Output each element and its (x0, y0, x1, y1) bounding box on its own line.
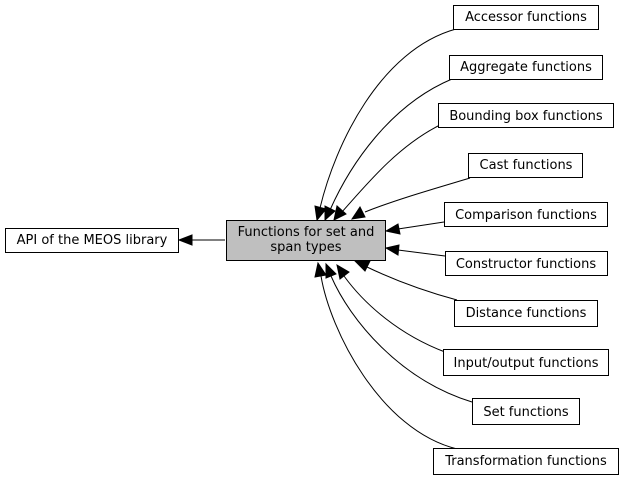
node-input-output-label: Input/output functions (454, 356, 599, 371)
node-accessor-functions[interactable]: Accessor functions (453, 5, 599, 30)
node-current-label-line-2: span types (270, 240, 341, 255)
node-accessor-label: Accessor functions (465, 10, 587, 25)
node-bounding-box-functions[interactable]: Bounding box functions (438, 103, 614, 128)
arrowhead-comparison (384, 223, 401, 235)
edge-cast (364, 177, 471, 213)
edge-input-output (343, 275, 446, 353)
node-transformation-label: Transformation functions (444, 454, 607, 469)
node-api-label: API of the MEOS library (17, 233, 168, 248)
arrowhead-input-output (336, 263, 350, 280)
node-constructor-box (445, 251, 608, 276)
node-comparison-box (444, 202, 608, 227)
node-cast-box (468, 153, 583, 178)
node-transformation-box (433, 448, 619, 475)
node-api-box (5, 228, 179, 253)
node-current-label-line-1: Functions for set and (238, 225, 375, 240)
node-api-meos-library[interactable]: API of the MEOS library (5, 228, 179, 253)
edge-constructor (397, 249, 446, 257)
arrowhead-bounding-box (333, 205, 347, 221)
arrowhead-cast (350, 206, 366, 220)
edge-aggregate (329, 78, 453, 211)
arrowhead-accessor (314, 205, 327, 222)
node-distance-label: Distance functions (466, 306, 587, 321)
arrowhead-api (177, 234, 193, 246)
node-constructor-functions[interactable]: Constructor functions (445, 251, 608, 276)
edge-set (330, 275, 473, 403)
node-bounding-box-label: Bounding box functions (449, 109, 603, 124)
graph-edges (177, 28, 473, 450)
arrowhead-constructor (384, 244, 400, 256)
node-input-output-box (443, 349, 609, 376)
node-aggregate-functions[interactable]: Aggregate functions (449, 55, 603, 80)
arrowhead-aggregate (324, 205, 336, 222)
node-set-box (472, 398, 580, 425)
edge-distance (366, 266, 458, 301)
edge-bounding-box (341, 124, 441, 213)
node-comparison-functions[interactable]: Comparison functions (444, 202, 608, 227)
node-current-functions-set-span: Functions for set and span types (226, 220, 386, 261)
node-transformation-functions[interactable]: Transformation functions (433, 448, 619, 475)
node-input-output-functions[interactable]: Input/output functions (443, 349, 609, 376)
node-cast-label: Cast functions (480, 158, 573, 173)
node-set-functions[interactable]: Set functions (472, 398, 580, 425)
edge-comparison (397, 221, 445, 230)
edge-accessor (319, 28, 457, 209)
arrowhead-transformation (314, 261, 327, 278)
edge-transformation (320, 275, 458, 450)
node-constructor-label: Constructor functions (456, 257, 597, 272)
arrowhead-distance (353, 260, 371, 272)
node-aggregate-box (449, 55, 603, 80)
node-cast-functions[interactable]: Cast functions (468, 153, 583, 178)
node-distance-functions[interactable]: Distance functions (454, 300, 598, 327)
node-set-label: Set functions (483, 405, 569, 420)
node-bounding-box-box (438, 103, 614, 128)
node-current-box (226, 220, 386, 261)
arrowhead-set (325, 262, 337, 279)
node-distance-box (454, 300, 598, 327)
node-accessor-box (453, 5, 599, 30)
node-comparison-label: Comparison functions (455, 208, 597, 223)
node-aggregate-label: Aggregate functions (460, 60, 592, 75)
